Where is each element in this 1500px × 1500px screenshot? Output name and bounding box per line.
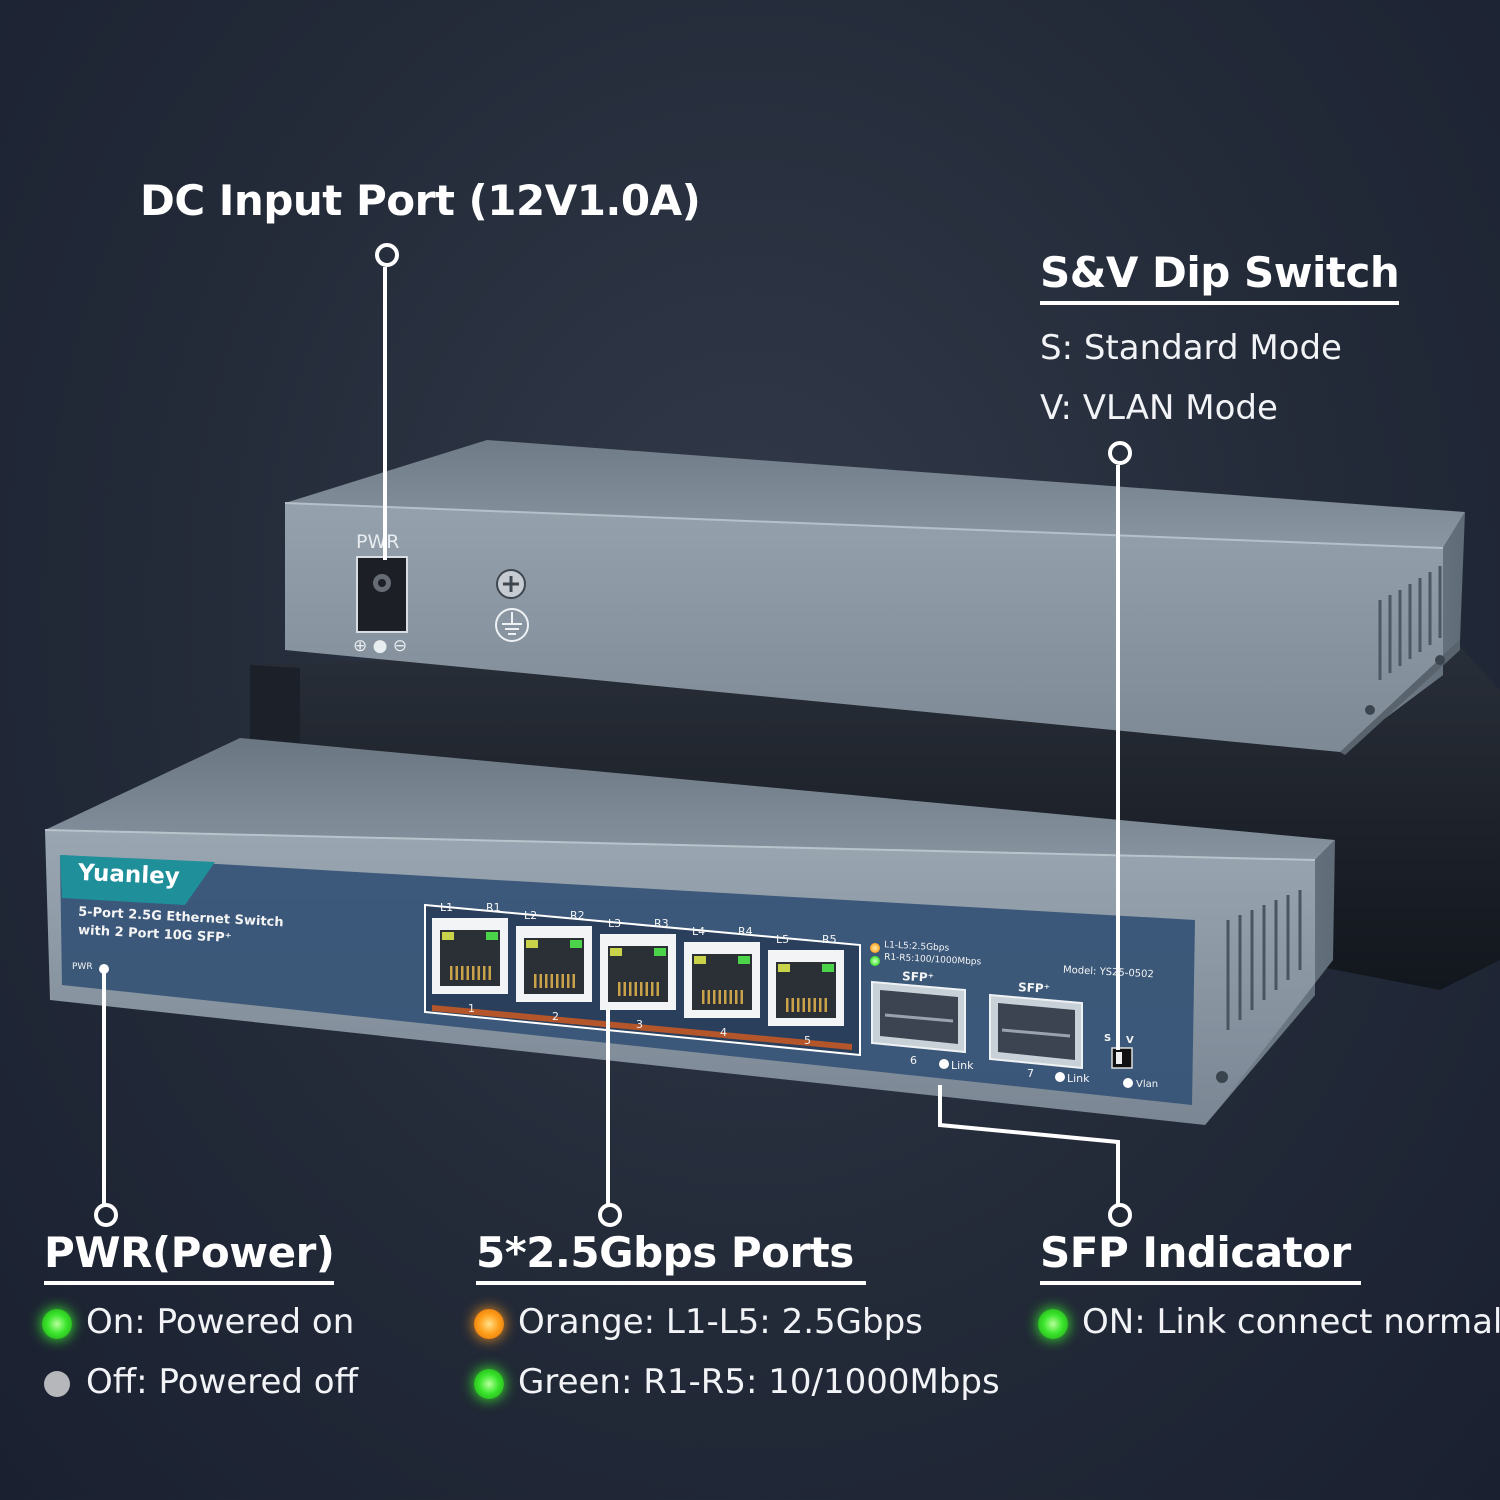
dc-input-ring: [375, 243, 399, 267]
ports-orange-row: Orange: L1-L5: 2.5Gbps: [474, 1302, 923, 1342]
brand-badge: [60, 855, 215, 905]
port-led-label: R2: [570, 909, 585, 922]
rj45-port: [684, 942, 760, 1018]
dip-ring: [1108, 441, 1132, 465]
port-led-orange: [610, 948, 622, 956]
port-led-green: [654, 948, 666, 956]
port-led-orange: [778, 964, 790, 972]
vlan-led: [1123, 1078, 1133, 1088]
port-led-label: L2: [524, 909, 538, 922]
port-led-label: L4: [692, 925, 706, 938]
dip-standard-mode: S: Standard Mode: [1040, 328, 1342, 368]
rj45-port: [600, 934, 676, 1010]
port-number-label: 4: [720, 1026, 727, 1039]
legend-green-led: [870, 956, 880, 966]
grey-dot-icon: [44, 1370, 70, 1397]
rj45-port: [432, 918, 508, 994]
port-led-orange: [694, 956, 706, 964]
sfp7-link-led: [1055, 1072, 1065, 1082]
sfp-cage-6: [871, 980, 966, 1054]
sfp-on-row: ON: Link connect normal: [1038, 1302, 1500, 1342]
sfp6-link-led: [939, 1059, 949, 1069]
sfp-leader: [938, 1085, 1120, 1205]
pwr-on-row: On: Powered on: [42, 1302, 354, 1342]
front-pwr-label: PWR: [72, 962, 93, 972]
port-number-label: 3: [636, 1018, 643, 1031]
port-led-label: L3: [608, 917, 622, 930]
switch-s-label: S: [1104, 1033, 1112, 1044]
rj45-port: [516, 926, 592, 1002]
pwr-off-row: Off: Powered off: [42, 1362, 358, 1402]
sfp7-header: SFP⁺: [1017, 980, 1051, 996]
orange-dot-icon: [474, 1308, 504, 1339]
port-led-label: R3: [654, 917, 669, 930]
ports-green-row: Green: R1-R5: 10/1000Mbps: [474, 1362, 1000, 1402]
port-led-orange: [442, 932, 454, 940]
port-number-label: 5: [804, 1034, 811, 1047]
port-led-green: [570, 940, 582, 948]
ports-ring: [598, 1203, 622, 1227]
port-led-label: R5: [822, 933, 837, 946]
port-led-label: L1: [440, 901, 454, 914]
front-pwr-led: [99, 964, 109, 974]
rear-switch-unit: [284, 440, 1465, 755]
sfp7-number: 7: [1027, 1067, 1034, 1080]
dc-jack: [356, 556, 408, 633]
dc-input-title: DC Input Port (12V1.0A): [140, 176, 701, 225]
sfp-ring: [1108, 1203, 1132, 1227]
legend-orange-led: [870, 943, 880, 953]
sfp-title: SFP Indicator: [1040, 1228, 1361, 1285]
port-led-label: R4: [738, 925, 753, 938]
green-dot-icon: [1038, 1308, 1068, 1339]
port-led-green: [738, 956, 750, 964]
rj45-port: [768, 950, 844, 1026]
dip-vlan-mode: V: VLAN Mode: [1040, 388, 1278, 428]
sfp6-link-label: Link: [951, 1059, 974, 1072]
sfp6-header: SFP⁺: [901, 969, 935, 985]
rear-pwr-label: PWR: [356, 531, 400, 553]
pwr-ring: [94, 1203, 118, 1227]
rj45-ports: [432, 918, 844, 1026]
port-led-label: L5: [776, 933, 790, 946]
sfp6-number: 6: [910, 1054, 917, 1067]
sfp7-link-label: Link: [1067, 1072, 1090, 1085]
port-number-label: 1: [468, 1002, 475, 1015]
sfp-cage-7: [989, 993, 1083, 1070]
port-led-green: [822, 964, 834, 972]
green-dot-icon: [42, 1308, 72, 1339]
switch-v-label: V: [1126, 1035, 1134, 1046]
port-led-orange: [526, 940, 538, 948]
pwr-title: PWR(Power): [44, 1228, 335, 1285]
green-dot-icon: [474, 1368, 504, 1399]
pwr-leader: [102, 972, 106, 1205]
ports-title: 5*2.5Gbps Ports: [476, 1228, 866, 1285]
vlan-label: Vlan: [1136, 1079, 1159, 1090]
dc-input-leader: [383, 267, 387, 560]
port-led-green: [486, 932, 498, 940]
port-led-label: R1: [486, 901, 501, 914]
dip-leader: [1116, 465, 1120, 1050]
polarity-label: ⊕ ● ⊖: [353, 636, 408, 656]
ground-icon: [495, 608, 529, 642]
port-number-label: 2: [552, 1010, 559, 1023]
brand-logo: Yuanley: [77, 859, 181, 891]
dip-switch-title: S&V Dip Switch: [1040, 248, 1400, 305]
